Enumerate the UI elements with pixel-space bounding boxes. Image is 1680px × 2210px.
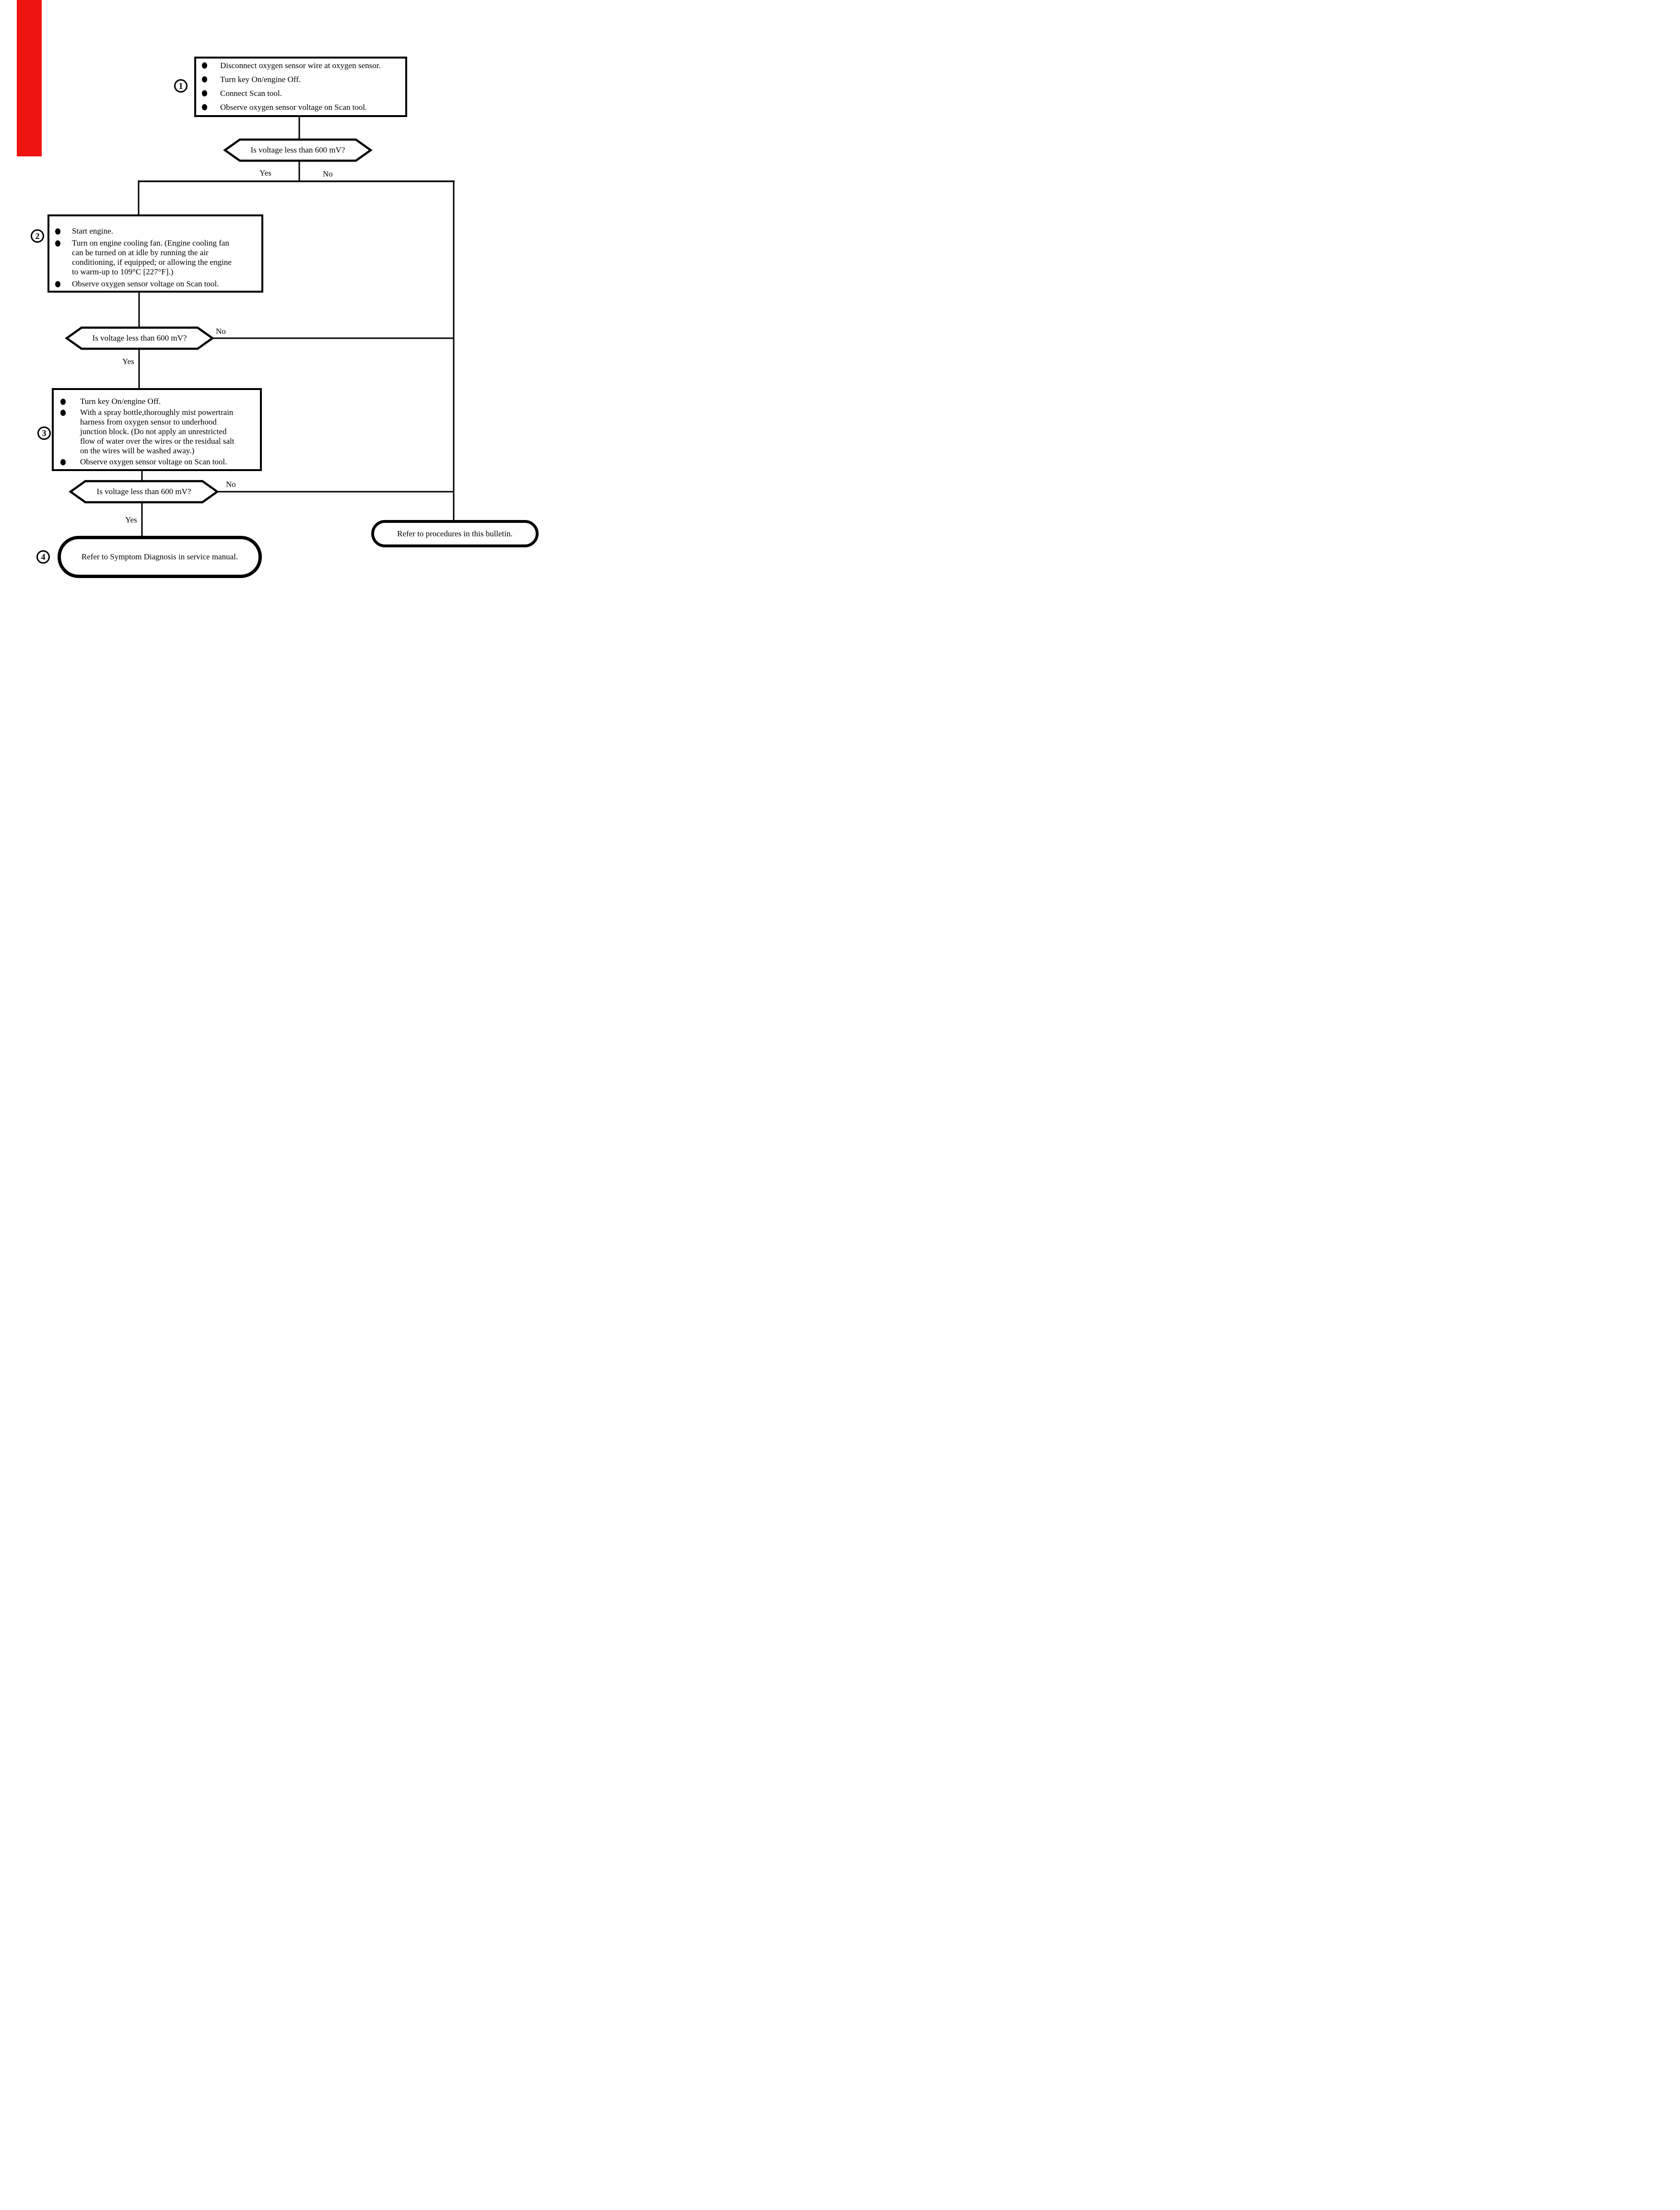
bullet-text: Disconnect oxygen sensor wire at oxygen … — [220, 61, 381, 70]
bullet-item: Observe oxygen sensor voltage on Scan to… — [55, 279, 258, 289]
scanned-flowchart-page: Disconnect oxygen sensor wire at oxygen … — [0, 0, 560, 737]
step-number-3: 3 — [37, 426, 51, 440]
bullet-text-line: harness from oxygen sensor to underhood — [80, 417, 217, 426]
bullet-icon — [202, 104, 207, 110]
bullet-item: Turn key On/engine Off. — [202, 72, 402, 86]
bullet-item: Turn on engine cooling fan. (Engine cool… — [55, 238, 258, 277]
red-scan-stripe — [17, 0, 42, 156]
bullet-icon — [202, 76, 207, 83]
decision-hexagon-1 — [223, 138, 373, 162]
process-box-step-1: Disconnect oxygen sensor wire at oxygen … — [194, 57, 407, 117]
process-box-step-2: Start engine. Turn on engine cooling fan… — [47, 214, 263, 293]
bullet-text-line: conditioning, if equipped; or allowing t… — [72, 258, 232, 267]
flowchart-connectors — [65, 115, 455, 537]
bullet-item: Disconnect oxygen sensor wire at oxygen … — [202, 59, 402, 72]
decision-question-1: Is voltage less than 600 mV? — [250, 145, 345, 154]
bullet-item: Observe oxygen sensor voltage on Scan to… — [60, 457, 257, 467]
bullet-text-line: flow of water over the wires or the resi… — [80, 437, 235, 446]
decision-hexagon-2 — [65, 326, 214, 350]
bullet-icon — [55, 228, 60, 235]
decision-hexagon-3 — [69, 480, 219, 504]
bullet-text-line: Turn on engine cooling fan. (Engine cool… — [72, 238, 229, 248]
bullet-icon — [202, 90, 207, 96]
decision-question-3: Is voltage less than 600 mV? — [96, 487, 191, 496]
bullet-text: Observe oxygen sensor voltage on Scan to… — [220, 103, 367, 112]
bullet-icon — [60, 410, 66, 416]
terminal-oval-symptom-diagnosis: Refer to Symptom Diagnosis in service ma… — [58, 536, 262, 578]
yes-label-1: Yes — [259, 168, 271, 177]
bullet-item: With a spray bottle,thoroughly mist powe… — [60, 408, 257, 456]
bullet-text: With a spray bottle,thoroughly mist powe… — [80, 408, 257, 456]
bullet-item: Observe oxygen sensor voltage on Scan to… — [202, 100, 402, 114]
bullet-item: Turn key On/engine Off. — [60, 397, 257, 406]
decision-question-2: Is voltage less than 600 mV? — [92, 333, 187, 343]
bullet-text: Turn on engine cooling fan. (Engine cool… — [72, 238, 258, 277]
bullet-text-line: junction block. (Do not apply an unrestr… — [80, 427, 227, 436]
bullet-text: Turn key On/engine Off. — [80, 397, 161, 406]
terminal-oval-bulletin-procedures: Refer to procedures in this bulletin. — [371, 520, 539, 547]
bullet-text-line: on the wires will be washed away.) — [80, 446, 195, 455]
bullet-text-line: can be turned on at idle by running the … — [72, 248, 209, 257]
yes-label-2: Yes — [122, 357, 134, 366]
bullet-icon — [202, 62, 207, 69]
process-box-step-3: Turn key On/engine Off. With a spray bot… — [52, 388, 262, 471]
bullet-icon — [60, 399, 66, 405]
bullet-text: Observe oxygen sensor voltage on Scan to… — [72, 279, 219, 288]
bullet-item: Start engine. — [55, 226, 258, 236]
bullet-icon — [60, 459, 66, 465]
bullet-icon — [55, 240, 60, 247]
bullet-text-line: With a spray bottle,thoroughly mist powe… — [80, 408, 234, 417]
step-number-1: 1 — [174, 79, 188, 93]
no-label-1: No — [323, 169, 333, 178]
bullet-icon — [55, 281, 60, 287]
no-label-2: No — [216, 327, 226, 336]
bullet-item: Connect Scan tool. — [202, 86, 402, 100]
bullet-text: Start engine. — [72, 226, 113, 236]
step-number-2: 2 — [31, 229, 44, 243]
bullet-text: Observe oxygen sensor voltage on Scan to… — [80, 457, 227, 466]
yes-label-3: Yes — [125, 515, 137, 524]
bullet-text-line: to warm-up to 109°C [227°F].) — [72, 267, 174, 276]
step-number-4: 4 — [36, 550, 50, 564]
bullet-text: Connect Scan tool. — [220, 89, 282, 98]
bullet-text: Turn key On/engine Off. — [220, 75, 301, 84]
no-label-3: No — [226, 480, 236, 489]
